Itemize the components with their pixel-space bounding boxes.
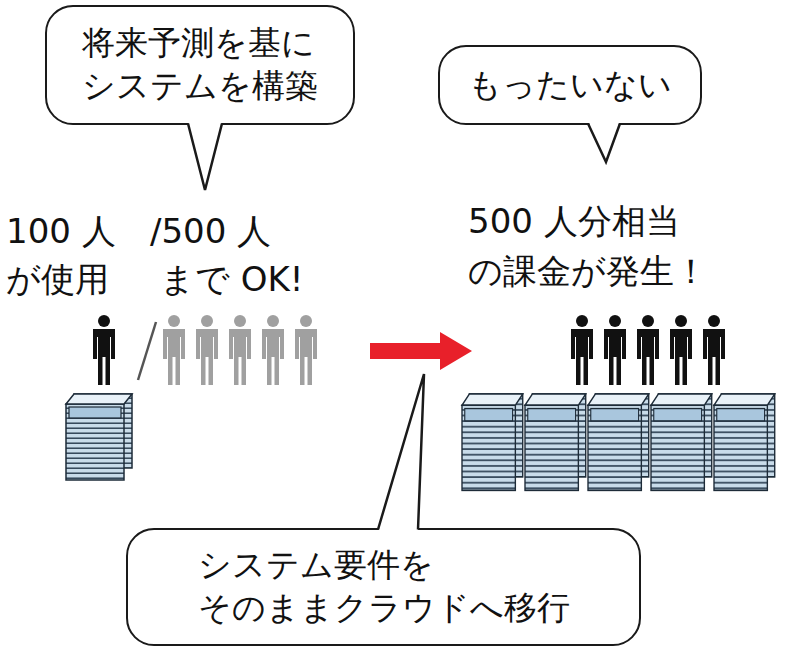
speech-bubble: 将来予測を基に システムを構築 (45, 5, 355, 125)
bubble-tail (378, 374, 424, 533)
servers-right (462, 394, 775, 490)
annotation-text: 500 人分相当 (468, 202, 680, 241)
bubble-tail (188, 121, 222, 191)
people-left (93, 315, 115, 385)
bubble-text: 将来予測を基に システムを構築 (82, 22, 318, 108)
people-grey (163, 315, 317, 385)
speech-bubble: もったいない (438, 45, 702, 125)
bubble-text: もったいない (468, 64, 672, 107)
bubble-text: システム要件を そのままクラウドへ移行 (198, 544, 570, 630)
annotation-text: の課金が発生！ (468, 252, 708, 291)
server-left (66, 394, 132, 480)
speech-bubble: システム要件を そのままクラウドへ移行 (126, 528, 641, 646)
people-right (571, 315, 725, 385)
annotation-text: /500 人 (150, 212, 271, 251)
red-arrow (370, 332, 472, 370)
bubble-tail (588, 121, 620, 163)
annotation-text: まで OK! (160, 260, 304, 299)
annotation-text: 100 人 (6, 212, 116, 251)
slash (138, 322, 156, 380)
annotation-text: が使用 (6, 260, 109, 299)
